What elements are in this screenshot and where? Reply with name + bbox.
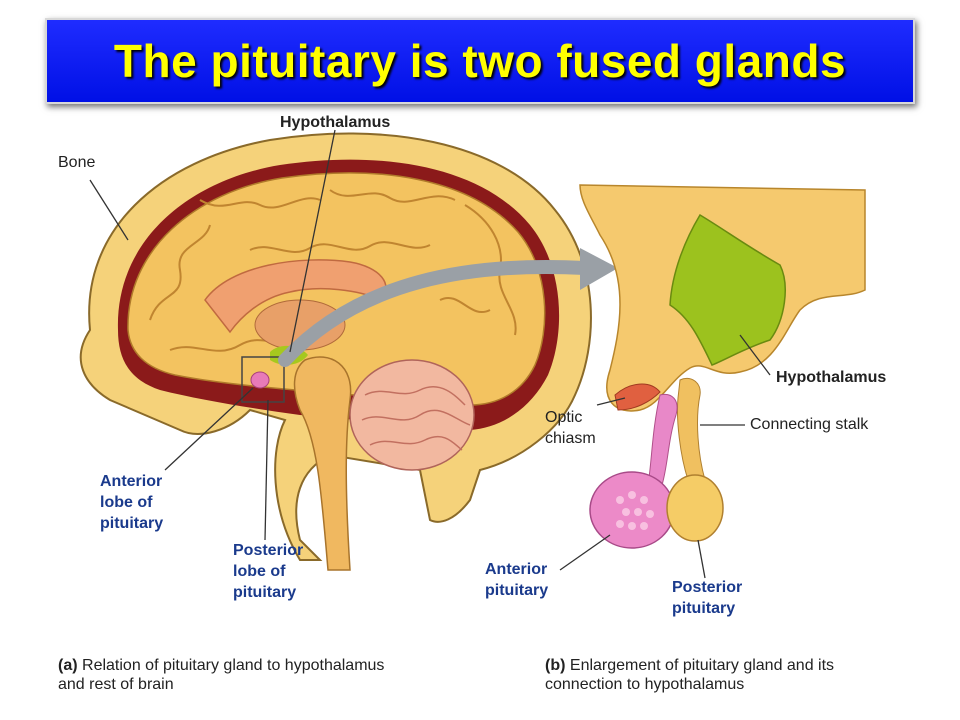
zoom-arrow — [278, 259, 592, 367]
caption-a-line2: and rest of brain — [58, 676, 174, 693]
label-anterior-pituitary-2: pituitary — [485, 582, 549, 599]
label-anterior-pituitary-1: Anterior — [485, 561, 548, 578]
label-posterior-lobe-2: lobe of — [233, 563, 286, 580]
label-anterior-lobe-3: pituitary — [100, 515, 164, 532]
caption-a: (a) Relation of pituitary gland to hypot… — [58, 656, 498, 694]
label-posterior-lobe-3: pituitary — [233, 584, 297, 601]
caption-b-line2: connection to hypothalamus — [545, 676, 745, 693]
caption-b-line1: Enlargement of pituitary gland and its — [569, 657, 835, 674]
posterior-pituitary — [666, 474, 724, 542]
label-hypothalamus-right: Hypothalamus — [776, 369, 887, 386]
label-posterior-pituitary-2: pituitary — [672, 600, 736, 617]
label-connecting-stalk: Connecting stalk — [750, 416, 869, 433]
brainstem — [293, 356, 352, 571]
label-bone: Bone — [58, 154, 96, 171]
label-optic-2: chiasm — [545, 430, 596, 447]
anterior-cells — [616, 491, 654, 530]
leader-lines — [89, 129, 771, 579]
label-anterior-lobe-2: lobe of — [100, 494, 153, 511]
label-hypothalamus-top: Hypothalamus — [280, 114, 391, 131]
slide-title: The pituitary is two fused glands — [113, 35, 847, 87]
enlarged-view — [579, 184, 866, 549]
cerebellum-folia — [361, 385, 471, 451]
label-anterior-lobe-1: Anterior — [100, 473, 163, 490]
optic-chiasm — [614, 383, 661, 411]
caption-b-tag: (b) — [545, 657, 566, 674]
caption-a-line1: Relation of pituitary gland to hypothala… — [82, 657, 385, 674]
zoom-arrow-head — [580, 248, 618, 290]
pituitary-small — [250, 371, 270, 389]
label-posterior-lobe-1: Posterior — [233, 542, 304, 559]
hypothalamus-large — [669, 213, 786, 366]
brain-section — [79, 132, 592, 571]
caption-b: (b) Enlargement of pituitary gland and i… — [545, 656, 925, 694]
caption-a-tag: (a) — [58, 657, 78, 674]
label-posterior-pituitary-1: Posterior — [672, 579, 743, 596]
title-banner: The pituitary is two fused glands — [45, 18, 915, 104]
anterior-pituitary — [589, 471, 675, 549]
anterior-stalk — [647, 393, 678, 486]
label-optic-1: Optic — [545, 409, 583, 426]
cerebellum — [349, 359, 475, 471]
pituitary-stalk — [677, 377, 706, 481]
zoom-box — [241, 356, 285, 403]
